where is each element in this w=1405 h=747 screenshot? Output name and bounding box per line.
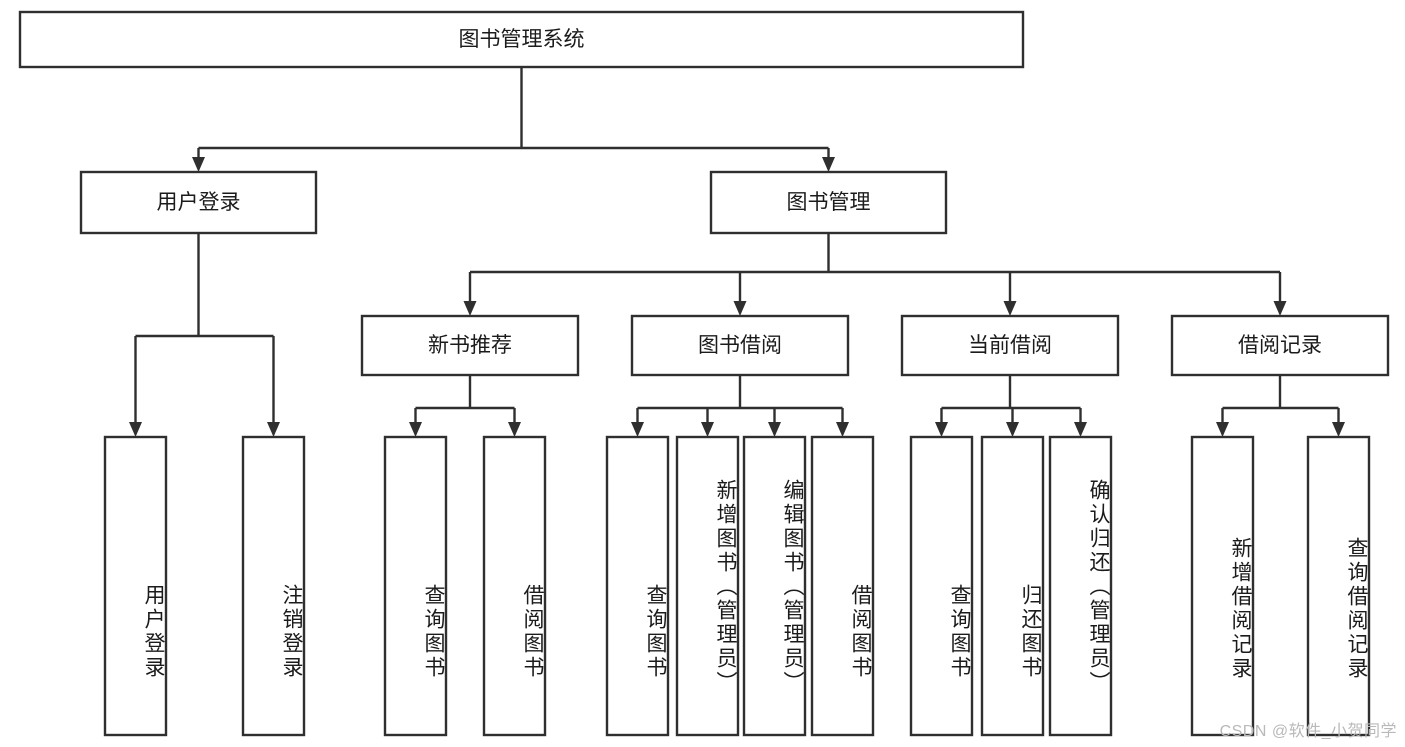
arrow-head-user-login [192,157,205,172]
arrow-head-leaf-borrow-book-rec [508,422,521,437]
node-label-user-login: 用户登录 [157,191,241,214]
node-box-leaf-query-book-c [909,435,974,737]
node-box-user-login [79,170,318,235]
node-label-current-borrow: 当前借阅 [968,334,1052,357]
node-box-leaf-edit-book [742,435,807,737]
arrow-head-leaf-query-record [1332,422,1345,437]
arrow-head-leaf-query-book-c [935,422,948,437]
arrow-head-new-book-rec [463,301,477,316]
arrow-head-leaf-edit-book [768,422,781,437]
csdn-watermark: CSDN @软件_小贺同学 [1219,723,1397,740]
arrow-head-leaf-confirm-return [1074,422,1087,437]
arrow-head-borrow-record [1273,301,1287,316]
arrow-head-leaf-return-book [1006,422,1019,437]
arrow-head-book-manage [822,157,835,172]
node-box-leaf-user-login [103,435,168,737]
node-label-root: 图书管理系统 [459,28,585,51]
arrow-head-current-borrow [1003,301,1017,316]
node-box-leaf-borrow-book-b [810,435,875,737]
node-box-leaf-add-book [675,435,740,737]
node-box-leaf-logout [241,435,306,737]
node-box-leaf-confirm-return [1048,435,1113,737]
boxes-layer [18,10,1390,737]
arrow-head-leaf-add-record [1216,422,1229,437]
node-box-leaf-add-record [1190,435,1255,737]
node-box-book-borrow [630,314,850,377]
arrow-head-leaf-borrow-book-b [836,422,849,437]
node-box-root [18,10,1025,69]
arrow-head-leaf-query-book-rec [409,422,422,437]
arrow-head-leaf-logout [267,422,280,437]
node-box-current-borrow [900,314,1120,377]
node-box-new-book-rec [360,314,580,377]
node-box-leaf-query-book-b [605,435,670,737]
node-label-borrow-record: 借阅记录 [1238,334,1322,357]
node-box-borrow-record [1170,314,1390,377]
arrow-head-leaf-user-login [129,422,142,437]
node-label-book-manage: 图书管理 [787,191,871,214]
node-box-book-manage [709,170,948,235]
connectors-layer [129,67,1345,437]
node-label-book-borrow: 图书借阅 [698,334,782,357]
node-box-leaf-borrow-book-rec [482,435,547,737]
node-label-new-book-rec: 新书推荐 [428,334,512,357]
node-box-leaf-query-record [1306,435,1371,737]
node-box-leaf-return-book [980,435,1045,737]
node-box-leaf-query-book-rec [383,435,448,737]
arrow-head-leaf-query-book-b [631,422,644,437]
arrow-head-leaf-add-book [701,422,714,437]
arrow-head-book-borrow [733,301,747,316]
